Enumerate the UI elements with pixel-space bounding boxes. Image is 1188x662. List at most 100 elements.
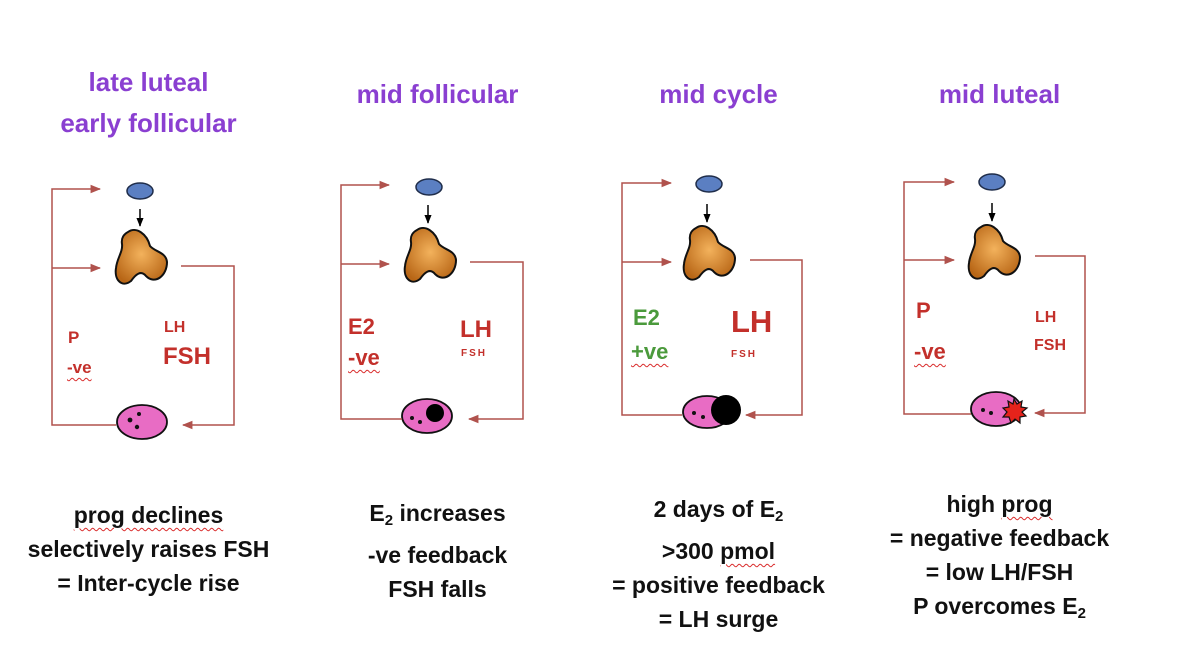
- caption-line-text: = negative feedback: [889, 525, 1110, 551]
- lh-label: LH: [164, 319, 186, 336]
- fsh-label: FSH: [1034, 337, 1066, 354]
- caption: 2 days of E2 >300 pmol = positive feedba…: [570, 492, 867, 636]
- caption: high prog = negative feedback = low LH/F…: [851, 487, 1148, 631]
- caption-line-text: = LH surge: [658, 606, 779, 632]
- follicle-dot: [410, 416, 414, 420]
- caption-subscript: 2: [384, 512, 394, 529]
- follicle-dot: [134, 424, 140, 430]
- caption-line: = negative feedback: [851, 521, 1148, 555]
- pituitary-shape: [967, 223, 1022, 280]
- panel-mid-cycle: mid cycle E2 +ve LH FSH 2 days of E2 >30…: [570, 0, 867, 662]
- caption-line: E2 increases: [289, 496, 586, 538]
- caption: E2 increases -ve feedback FSH falls: [289, 496, 586, 606]
- panel-title: mid follicular: [289, 74, 586, 115]
- caption-squiggle-word: prog: [1001, 491, 1053, 517]
- lh-label: LH: [1035, 309, 1057, 326]
- title-line: mid follicular: [356, 79, 519, 109]
- pituitary-shape: [114, 228, 169, 285]
- caption-line-text: -ve feedback: [367, 542, 508, 568]
- caption-line-text: P overcomes E: [913, 593, 1078, 619]
- follicle-dot: [692, 411, 696, 415]
- caption-line-text: = positive feedback: [612, 572, 825, 598]
- pituitary-shape: [682, 224, 737, 281]
- follicle-dot: [137, 412, 141, 416]
- feedback-sign-label: -ve: [67, 358, 92, 377]
- hypothalamus-shape: [978, 173, 1006, 191]
- feedback-diagram: [51, 182, 235, 440]
- fsh-label: FSH: [731, 349, 757, 360]
- panel-title: mid luteal: [851, 74, 1148, 115]
- caption-line-text: = low LH/FSH: [925, 559, 1074, 585]
- caption-squiggle-word: pmol: [720, 538, 776, 564]
- follicle-dot: [701, 415, 705, 419]
- feedback-sign-label: -ve: [914, 339, 946, 364]
- follicle-dot: [418, 420, 422, 424]
- caption-line-text: increases: [393, 500, 506, 526]
- caption-line: = low LH/FSH: [851, 555, 1148, 589]
- gonadotropin-arrow: [1033, 255, 1086, 418]
- feedback-hormone-label: P: [68, 328, 80, 347]
- panel-late-luteal: late luteal early follicular P -ve LH FS…: [0, 0, 297, 662]
- lh-label: LH: [460, 316, 492, 343]
- fsh-label: FSH: [461, 348, 487, 359]
- caption-line: prog declines: [0, 498, 297, 532]
- feedback-diagram: [621, 175, 803, 429]
- caption-line-text: E: [369, 500, 385, 526]
- feedback-sign-label: -ve: [348, 345, 380, 370]
- caption-line: FSH falls: [289, 572, 586, 606]
- dominant-follicle: [426, 404, 444, 422]
- caption-line: = Inter-cycle rise: [0, 566, 297, 600]
- title-line: mid luteal: [938, 79, 1061, 109]
- caption-subscript: 2: [775, 508, 784, 525]
- gonadotropin-arrow: [744, 259, 803, 420]
- caption-line-text: >300 pmol: [661, 538, 776, 564]
- feedback-diagram: [903, 173, 1086, 427]
- title-line: late luteal: [88, 67, 209, 97]
- caption-line: high prog: [851, 487, 1148, 521]
- corpus-luteum: [1001, 397, 1029, 425]
- hypothalamus-shape: [695, 175, 723, 193]
- preovulatory-follicle: [711, 395, 741, 425]
- caption-line: -ve feedback: [289, 538, 586, 572]
- feedback-loop-arrow: [903, 177, 971, 415]
- panel-mid-luteal: mid luteal P -ve LH FSH high prog = nega…: [851, 0, 1148, 662]
- hypothalamus-shape: [126, 182, 154, 200]
- caption-line: = LH surge: [570, 602, 867, 636]
- ovary-shape: [116, 404, 168, 440]
- feedback-hormone-label: P: [916, 298, 931, 323]
- title-line: early follicular: [60, 108, 237, 138]
- feedback-hormone-label: E2: [348, 314, 375, 339]
- title-line: mid cycle: [659, 79, 778, 109]
- panel-title: late luteal early follicular: [0, 62, 297, 144]
- gonadotropin-arrow: [181, 265, 235, 430]
- caption-line-text: prog declines: [73, 502, 224, 528]
- caption-line: >300 pmol: [570, 534, 867, 568]
- caption-line-text: FSH falls: [388, 576, 487, 602]
- caption-subscript: 2: [1077, 605, 1086, 622]
- lh-label: LH: [731, 304, 773, 339]
- feedback-hormone-label: E2: [633, 305, 660, 330]
- feedback-loop-arrow: [621, 178, 682, 416]
- caption-line-text: selectively raises FSH: [27, 536, 270, 562]
- caption-line: 2 days of E2: [570, 492, 867, 534]
- panel-mid-follicular: mid follicular E2 -ve LH FSH E2 increase…: [289, 0, 586, 662]
- panel-title: mid cycle: [570, 74, 867, 115]
- caption-line: selectively raises FSH: [0, 532, 297, 566]
- caption-line-text: 2 days of E: [653, 496, 776, 522]
- follicle-dot: [989, 411, 993, 415]
- follicle-dot: [127, 417, 133, 423]
- pituitary-shape: [403, 226, 458, 283]
- hypothalamus-shape: [415, 178, 443, 196]
- feedback-diagram: [340, 178, 524, 434]
- caption-line-text: = Inter-cycle rise: [57, 570, 240, 596]
- caption-line: = positive feedback: [570, 568, 867, 602]
- caption: prog declines selectively raises FSH = I…: [0, 498, 297, 600]
- feedback-loop-arrow: [340, 180, 402, 420]
- feedback-loop-arrow: [51, 184, 116, 426]
- follicle-dot: [981, 408, 985, 412]
- feedback-sign-label: +ve: [631, 339, 669, 364]
- gonadotropin-arrow: [467, 261, 524, 424]
- fsh-label: FSH: [163, 343, 211, 370]
- caption-line-text: high prog: [946, 491, 1053, 517]
- caption-line: P overcomes E2: [851, 589, 1148, 631]
